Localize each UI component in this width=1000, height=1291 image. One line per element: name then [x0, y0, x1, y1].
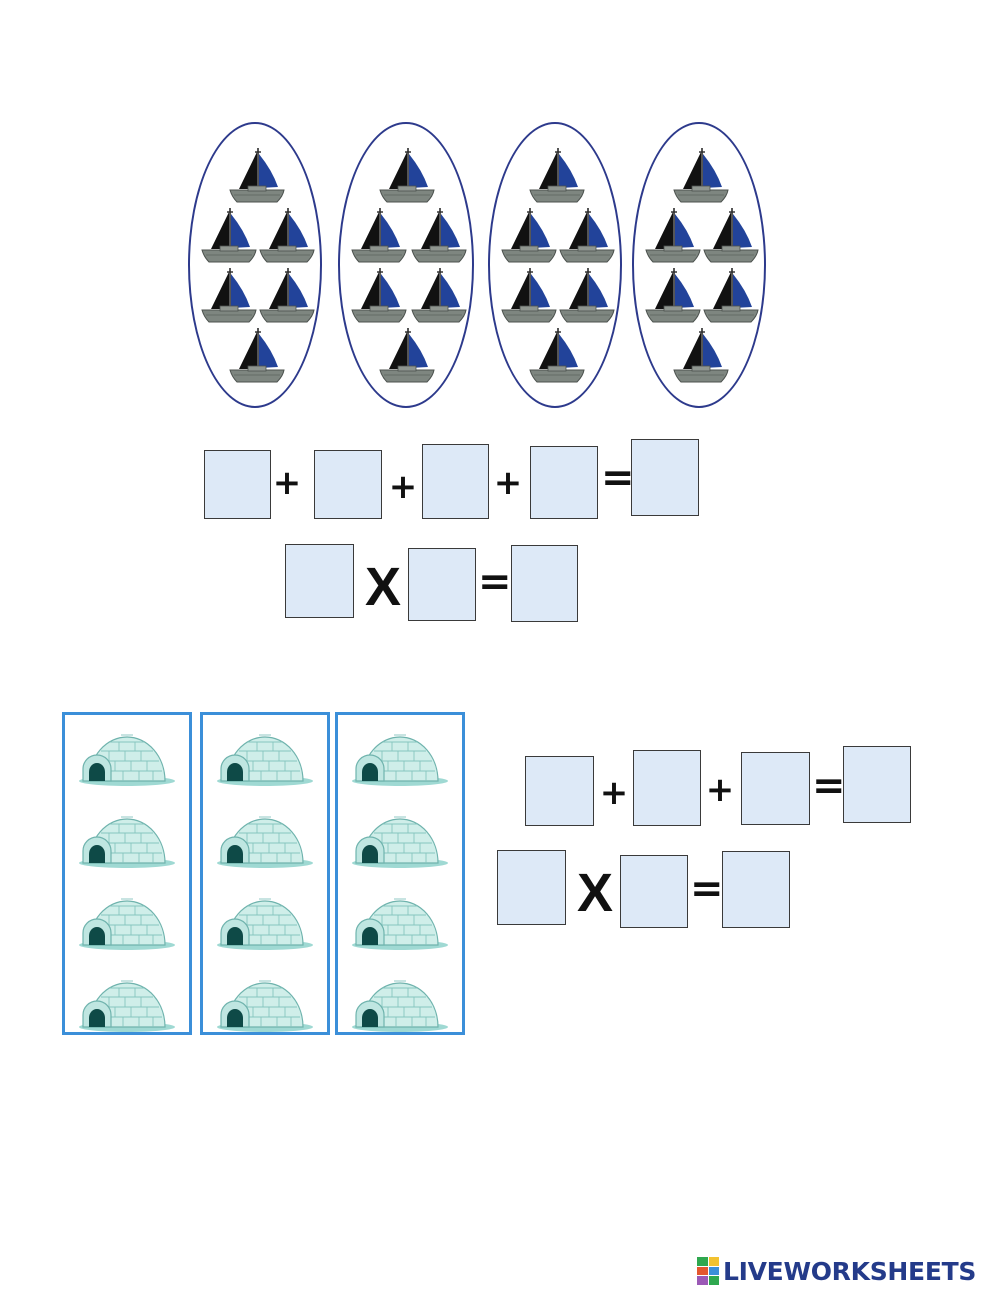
- igloo-icon: [77, 969, 177, 1033]
- igloo-group-2: [200, 712, 330, 1035]
- sailboat-icon: [258, 206, 316, 266]
- boat-group-1: [188, 122, 322, 408]
- sailboat-icon: [528, 326, 586, 386]
- igloo-group-3: [335, 712, 465, 1035]
- igloo-addition-box-1[interactable]: [525, 756, 594, 826]
- sailboat-icon: [410, 206, 468, 266]
- sailboat-icon: [350, 206, 408, 266]
- boat-group-4: [632, 122, 766, 408]
- boat-group-2: [338, 122, 474, 408]
- boat-multiplication-box-2[interactable]: [408, 548, 476, 621]
- igloo-icon: [350, 887, 450, 951]
- equals-sign: =: [812, 763, 846, 809]
- igloo-icon: [215, 887, 315, 951]
- boat-group-3: [488, 122, 622, 408]
- igloo-multiplication-box-2[interactable]: [620, 855, 688, 928]
- times-sign: X: [364, 557, 402, 617]
- brand-text: LIVEWORKSHEETS: [723, 1256, 977, 1286]
- sailboat-icon: [258, 266, 316, 326]
- igloo-icon: [215, 805, 315, 869]
- igloo-multiplication-box-1[interactable]: [497, 850, 566, 925]
- igloo-icon: [77, 805, 177, 869]
- boat-multiplication-box-1[interactable]: [285, 544, 354, 618]
- plus-sign: +: [599, 773, 629, 813]
- boat-multiplication-product-box[interactable]: [511, 545, 578, 622]
- equals-sign: =: [601, 455, 635, 501]
- igloo-icon: [350, 723, 450, 787]
- igloo-icon: [215, 723, 315, 787]
- liveworksheets-logo-icon: [697, 1257, 719, 1285]
- plus-sign: +: [388, 467, 418, 507]
- sailboat-icon: [200, 266, 258, 326]
- sailboat-icon: [378, 146, 436, 206]
- sailboat-icon: [558, 206, 616, 266]
- sailboat-icon: [644, 266, 702, 326]
- sailboat-icon: [644, 206, 702, 266]
- igloo-group-1: [62, 712, 192, 1035]
- sailboat-icon: [558, 266, 616, 326]
- sailboat-icon: [702, 206, 760, 266]
- liveworksheets-logo[interactable]: LIVEWORKSHEETS: [697, 1255, 976, 1287]
- plus-sign: +: [493, 463, 523, 503]
- sailboat-icon: [702, 266, 760, 326]
- boat-addition-box-4[interactable]: [530, 446, 598, 519]
- sailboat-icon: [378, 326, 436, 386]
- igloo-addition-box-2[interactable]: [633, 750, 701, 826]
- sailboat-icon: [500, 266, 558, 326]
- sailboat-icon: [500, 206, 558, 266]
- times-sign: X: [576, 863, 614, 923]
- equals-sign: =: [478, 559, 512, 605]
- igloo-addition-total-box[interactable]: [843, 746, 911, 823]
- sailboat-icon: [228, 326, 286, 386]
- boat-addition-total-box[interactable]: [631, 439, 699, 516]
- boat-addition-box-1[interactable]: [204, 450, 271, 519]
- boat-addition-box-2[interactable]: [314, 450, 382, 519]
- sailboat-icon: [672, 146, 730, 206]
- igloo-icon: [77, 723, 177, 787]
- igloo-addition-box-3[interactable]: [741, 752, 810, 825]
- sailboat-icon: [350, 266, 408, 326]
- sailboat-icon: [672, 326, 730, 386]
- plus-sign: +: [272, 463, 302, 503]
- igloo-icon: [350, 969, 450, 1033]
- sailboat-icon: [200, 206, 258, 266]
- sailboat-icon: [410, 266, 468, 326]
- sailboat-icon: [228, 146, 286, 206]
- boat-addition-box-3[interactable]: [422, 444, 489, 519]
- equals-sign: =: [690, 866, 724, 912]
- igloo-multiplication-product-box[interactable]: [722, 851, 790, 928]
- igloo-icon: [215, 969, 315, 1033]
- igloo-icon: [350, 805, 450, 869]
- sailboat-icon: [528, 146, 586, 206]
- igloo-icon: [77, 887, 177, 951]
- plus-sign: +: [705, 770, 735, 810]
